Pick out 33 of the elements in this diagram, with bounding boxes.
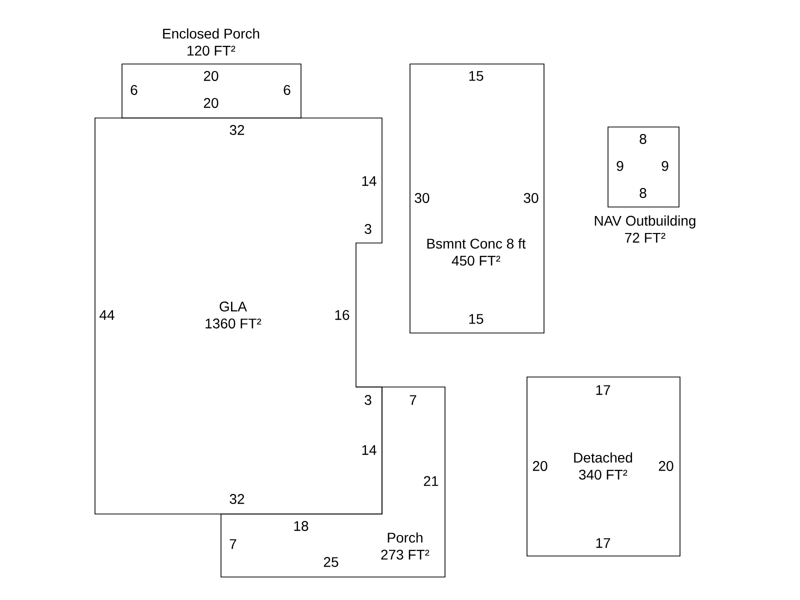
dimension-label: 32 — [230, 494, 244, 504]
dimension-label: 16 — [335, 310, 350, 320]
dimension-label: 7 — [230, 539, 236, 549]
dimension-label: 8 — [640, 134, 646, 144]
dimension-label: 25 — [324, 557, 338, 567]
dimension-label: 18 — [294, 521, 308, 531]
dimension-label: 9 — [662, 161, 668, 171]
dimension-label: 9 — [616, 161, 624, 171]
node-label: NAV Outbuilding — [594, 215, 696, 228]
dimension-label: 6 — [284, 85, 290, 95]
dimension-label: 20 — [658, 461, 674, 471]
dimension-label: 44 — [100, 310, 114, 320]
dimension-label: 20 — [532, 461, 548, 471]
dimension-label: 21 — [424, 476, 438, 486]
dimension-label: 14 — [362, 176, 376, 186]
dimension-label: 32 — [230, 125, 244, 135]
dimension-label: 6 — [130, 85, 138, 95]
dimension-label: 15 — [469, 314, 484, 324]
dimension-label: 30 — [414, 193, 430, 203]
dimension-label: 3 — [364, 395, 372, 405]
node-label: Enclosed Porch — [163, 28, 260, 39]
dimension-label: 3 — [364, 224, 372, 234]
dimension-label: 7 — [410, 395, 416, 405]
dimension-label: 17 — [596, 385, 610, 395]
dimension-label: 14 — [362, 445, 376, 455]
node-label: 72 FT² — [625, 232, 666, 243]
dimension-label: 8 — [640, 188, 646, 198]
dimension-label: 15 — [469, 71, 484, 81]
dimension-label: 30 — [524, 193, 538, 203]
dimension-label: 20 — [204, 98, 218, 108]
dimension-label: 20 — [204, 71, 218, 81]
node-label: 120 FT² — [188, 46, 236, 56]
dimension-label: 17 — [596, 538, 610, 548]
